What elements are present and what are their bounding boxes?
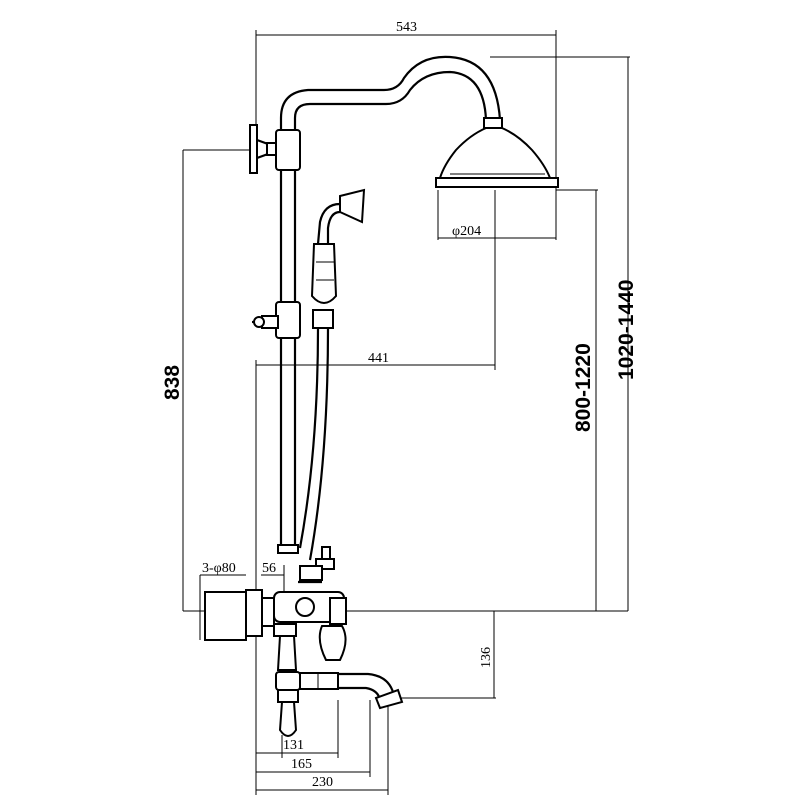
mixer-body bbox=[204, 589, 347, 661]
dim-441-label: 441 bbox=[368, 351, 389, 366]
dim-cover-lines bbox=[199, 574, 246, 640]
diverter-knob bbox=[298, 546, 335, 584]
dim-bottom-lines bbox=[255, 700, 389, 795]
dim-136-label: 136 bbox=[479, 647, 494, 668]
riser-pipe bbox=[275, 129, 301, 554]
dim-1020-1440-lines bbox=[490, 56, 630, 611]
dim-56-label: 56 bbox=[262, 561, 276, 576]
bath-spout bbox=[275, 635, 404, 737]
dim-800-1220-label: 800-1220 bbox=[572, 343, 595, 432]
hand-shower bbox=[298, 188, 366, 561]
dim-head-lines bbox=[437, 190, 557, 240]
dim-838-label: 838 bbox=[161, 365, 184, 400]
shower-head bbox=[435, 127, 559, 188]
dim-1020-1440-label: 1020-1440 bbox=[615, 280, 638, 380]
dim-543-label: 543 bbox=[396, 20, 417, 35]
slide-bracket bbox=[252, 315, 279, 329]
wall-bracket-top bbox=[249, 124, 277, 174]
dim-cover-label: 3-φ80 bbox=[202, 561, 236, 576]
dim-165-label: 165 bbox=[291, 757, 312, 772]
dim-230-label: 230 bbox=[312, 775, 333, 790]
dim-136-lines bbox=[345, 610, 496, 699]
dim-838-lines bbox=[182, 149, 252, 612]
shower-arm bbox=[279, 55, 503, 130]
dim-131-label: 131 bbox=[283, 738, 304, 753]
dim-head-diameter-label: φ204 bbox=[452, 224, 481, 239]
